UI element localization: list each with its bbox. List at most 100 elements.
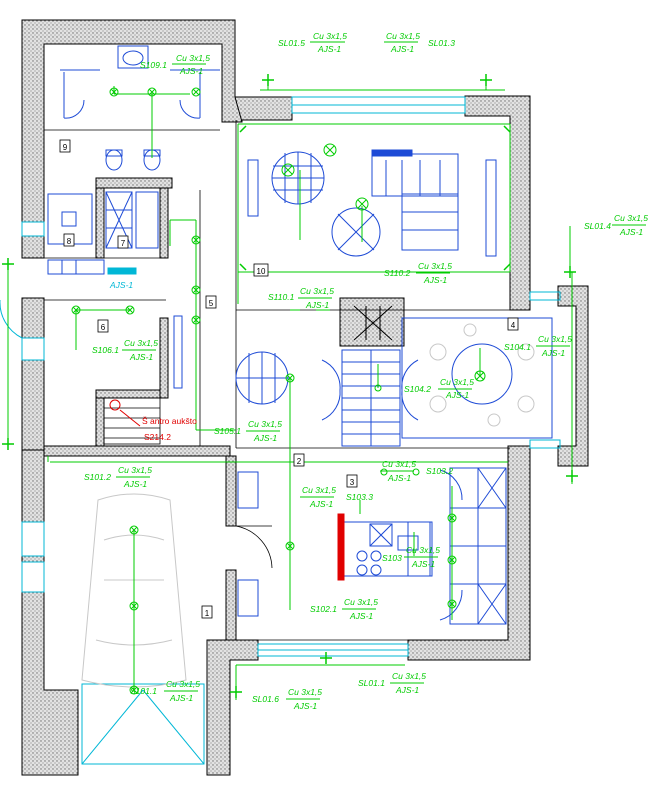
room-numbers: 1 2 3 4 5 6 7 8 9 10 bbox=[63, 143, 516, 618]
wall-segment bbox=[225, 569, 237, 641]
svg-text:AJS-1: AJS-1 bbox=[129, 352, 153, 362]
lamp-symbol bbox=[281, 163, 295, 177]
wall-segment bbox=[95, 389, 169, 399]
lamp-symbol bbox=[285, 541, 295, 551]
svg-text:AJS-1: AJS-1 bbox=[123, 479, 147, 489]
svg-text:AJS-1: AJS-1 bbox=[423, 275, 447, 285]
circuit-lines bbox=[7, 74, 573, 700]
svg-text:Cu 3x1,5: Cu 3x1,5 bbox=[313, 31, 347, 41]
walls bbox=[21, 19, 589, 776]
svg-text:Cu 3x1,5: Cu 3x1,5 bbox=[538, 334, 572, 344]
svg-text:AJS-1: AJS-1 bbox=[349, 611, 373, 621]
circuit-label: Cu 3x1,5 AJS-1 bbox=[380, 459, 416, 483]
lamp-symbol bbox=[147, 87, 157, 97]
svg-text:SL01.6: SL01.6 bbox=[252, 694, 279, 704]
svg-text:S110.1: S110.1 bbox=[268, 292, 295, 302]
svg-text:S103: S103 bbox=[382, 553, 402, 563]
core-top bbox=[353, 305, 393, 341]
room-number: 9 bbox=[63, 143, 68, 152]
wall-segment bbox=[95, 397, 105, 447]
sofa bbox=[371, 153, 459, 197]
svg-text:SL01.4: SL01.4 bbox=[584, 221, 611, 231]
svg-text:S110.2: S110.2 bbox=[384, 268, 411, 278]
stair-note-red bbox=[109, 399, 345, 581]
circuit-label: S103 Cu 3x1,5 AJS-1 bbox=[382, 545, 440, 569]
lamp-symbol bbox=[109, 87, 119, 97]
room-number: 3 bbox=[350, 478, 355, 487]
lamp-symbol bbox=[191, 285, 201, 295]
lamp-symbol bbox=[380, 468, 388, 476]
svg-text:Cu 3x1,5: Cu 3x1,5 bbox=[440, 377, 474, 387]
circuit-label: S109.1 Cu 3x1,5 AJS-1 bbox=[140, 53, 210, 76]
stair-7 bbox=[103, 397, 161, 445]
wall-segment bbox=[234, 96, 293, 123]
fixtures bbox=[47, 45, 553, 625]
lamp-symbol bbox=[355, 197, 369, 211]
circuit-label: S110.1 Cu 3x1,5 AJS-1 bbox=[268, 286, 334, 310]
svg-text:Cu 3x1,5: Cu 3x1,5 bbox=[118, 465, 152, 475]
lamp-symbol bbox=[191, 87, 201, 97]
circuit-labels: SL01.5 Cu 3x1,5 AJS-1 Cu 3x1,5 AJS-1 SL0… bbox=[84, 31, 648, 711]
svg-text:S102.1: S102.1 bbox=[310, 604, 337, 614]
svg-text:Cu 3x1,5: Cu 3x1,5 bbox=[406, 545, 440, 555]
svg-text:Cu 3x1,5: Cu 3x1,5 bbox=[344, 597, 378, 607]
svg-text:AJS-1: AJS-1 bbox=[253, 433, 277, 443]
circuit-label: SL01.4 Cu 3x1,5 AJS-1 bbox=[584, 213, 648, 237]
room-number: 2 bbox=[297, 457, 302, 466]
svg-text:S101.2: S101.2 bbox=[84, 472, 111, 482]
wall-segment bbox=[21, 449, 45, 523]
circuit-label: S101.2 Cu 3x1,5 AJS-1 bbox=[84, 465, 152, 489]
svg-text:AJS-1: AJS-1 bbox=[619, 227, 643, 237]
svg-text:AJS-1: AJS-1 bbox=[541, 348, 565, 358]
lamp-symbol bbox=[129, 601, 139, 611]
wall-segment bbox=[43, 445, 231, 457]
wall-segment bbox=[159, 317, 169, 399]
room-number: 5 bbox=[209, 299, 214, 308]
circuit-label: Cu 3x1,5 AJS-1 SL01.3 bbox=[384, 31, 455, 54]
svg-text:Cu 3x1,5: Cu 3x1,5 bbox=[300, 286, 334, 296]
circuit-label: S103.2 bbox=[426, 466, 453, 476]
sink bbox=[117, 45, 149, 69]
lamp-symbol bbox=[191, 315, 201, 325]
svg-text:Cu 3x1,5: Cu 3x1,5 bbox=[386, 31, 420, 41]
circuit-label: S110.2 Cu 3x1,5 AJS-1 bbox=[384, 261, 452, 285]
wall-segment bbox=[464, 95, 531, 311]
room-number: 10 bbox=[257, 267, 266, 276]
svg-text:Cu 3x1,5: Cu 3x1,5 bbox=[288, 687, 322, 697]
svg-text:Cu 3x1,5: Cu 3x1,5 bbox=[124, 338, 158, 348]
svg-text:S104.1: S104.1 bbox=[504, 342, 531, 352]
wall-segment bbox=[159, 187, 169, 259]
wall-segment bbox=[21, 235, 45, 259]
svg-text:AJS-1: AJS-1 bbox=[445, 390, 469, 400]
svg-text:Cu 3x1,5: Cu 3x1,5 bbox=[614, 213, 648, 223]
lamp-symbol bbox=[191, 235, 201, 245]
wall-segment bbox=[557, 285, 589, 467]
svg-text:Cu 3x1,5: Cu 3x1,5 bbox=[418, 261, 452, 271]
lamp-symbol bbox=[285, 373, 295, 383]
dining-table bbox=[451, 343, 513, 405]
circuit-label: SL01.6 Cu 3x1,5 AJS-1 bbox=[252, 687, 322, 711]
circuit-label: S104.2 Cu 3x1,5 AJS-1 bbox=[404, 377, 474, 400]
lamp-symbol bbox=[412, 468, 420, 476]
stair-note-line1: Š antro aukšto bbox=[142, 416, 197, 426]
wall-segment bbox=[21, 555, 45, 563]
svg-text:AJS-1: AJS-1 bbox=[387, 473, 411, 483]
stair-note: Š antro aukšto S214.2 bbox=[142, 416, 197, 442]
svg-text:S105.1: S105.1 bbox=[214, 426, 241, 436]
lamp-symbols bbox=[71, 87, 486, 695]
svg-text:AJS-1: AJS-1 bbox=[309, 499, 333, 509]
svg-text:AJS-1: AJS-1 bbox=[390, 44, 414, 54]
lamp-symbol bbox=[125, 305, 135, 315]
circuit-label: S104.1 Cu 3x1,5 AJS-1 bbox=[504, 334, 572, 358]
svg-text:Cu 3x1,5: Cu 3x1,5 bbox=[302, 485, 336, 495]
circuit-label: Cu 3x1,5 AJS-1 S103.3 bbox=[300, 485, 373, 509]
svg-text:SL01.5: SL01.5 bbox=[278, 38, 305, 48]
room-number: 1 bbox=[205, 609, 210, 618]
lamp-symbol bbox=[447, 555, 457, 565]
svg-text:Cu 3x1,5: Cu 3x1,5 bbox=[248, 419, 282, 429]
svg-text:Cu 3x1,5: Cu 3x1,5 bbox=[176, 53, 210, 63]
svg-text:Cu 3x1,5: Cu 3x1,5 bbox=[392, 671, 426, 681]
svg-text:Cu 3x1,5: Cu 3x1,5 bbox=[166, 679, 200, 689]
standalone-label: AJS-1 bbox=[109, 280, 133, 290]
